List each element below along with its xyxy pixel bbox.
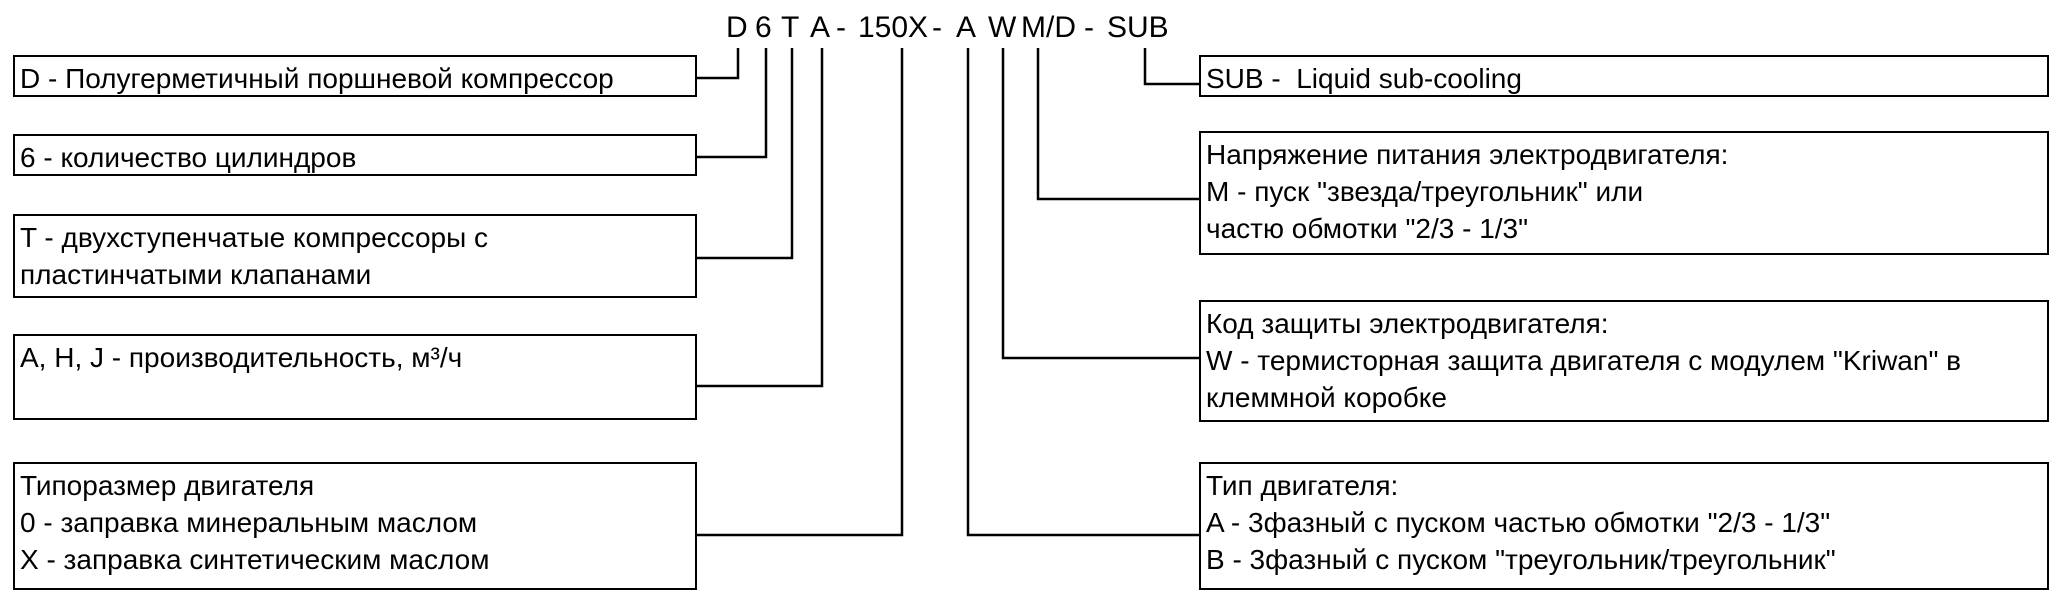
- box-capacity: A, H, J - производительность, м³/ч: [13, 334, 697, 420]
- box-line: SUB - Liquid sub-cooling: [1206, 63, 1522, 94]
- box-line: T - двухступенчатые компрессоры с: [20, 222, 489, 253]
- box-line: B - 3фазный с пуском "треугольник/треуго…: [1206, 544, 1836, 575]
- code-150x: 150X: [858, 11, 929, 44]
- code-a: A: [810, 11, 831, 44]
- code-sub: SUB: [1107, 11, 1169, 44]
- box-line: клеммной коробке: [1206, 382, 1447, 413]
- box-protection: Код защиты электродвигателя: W - термист…: [1199, 300, 2049, 422]
- code-dash: -: [836, 11, 846, 44]
- box-motor-size: Типоразмер двигателя 0 - заправка минера…: [13, 462, 697, 590]
- box-line: пластинчатыми клапанами: [20, 259, 372, 290]
- box-line: D - Полугерметичный поршневой компрессор: [20, 63, 614, 94]
- box-line: W - термисторная защита двигателя с моду…: [1206, 345, 1962, 376]
- box-cylinders: 6 - количество цилиндров: [13, 134, 697, 176]
- box-line: X - заправка синтетическим маслом: [20, 544, 490, 575]
- connector-motor-size: [697, 48, 904, 537]
- code-w: W: [988, 11, 1017, 44]
- connector-sub: [1143, 48, 1199, 86]
- box-line: 0 - заправка минеральным маслом: [20, 507, 478, 538]
- box-line: Код защиты электродвигателя:: [1206, 308, 1609, 339]
- code-md: M/D: [1021, 11, 1076, 44]
- box-line: частю обмотки "2/3 - 1/3": [1206, 213, 1529, 244]
- code-dash: -: [1084, 11, 1094, 44]
- box-line: A, H, J - производительность, м³/ч: [20, 342, 463, 373]
- code-d: D: [726, 11, 748, 44]
- connector-voltage: [1036, 48, 1199, 201]
- box-line: Тип двигателя:: [1206, 470, 1399, 501]
- code-cylinders: 6: [755, 11, 772, 44]
- box-line: M - пуск "звезда/треугольник" или: [1206, 176, 1644, 207]
- box-motor-type: Тип двигателя: A - 3фазный с пуском част…: [1199, 462, 2049, 590]
- code-motor-type: A: [956, 11, 977, 44]
- connector-cylinders: [697, 48, 768, 159]
- connector-d: [697, 48, 740, 80]
- connector-motor-type: [966, 48, 1199, 537]
- box-line: A - 3фазный с пуском частью обмотки "2/3…: [1206, 507, 1831, 538]
- connector-protection: [1001, 48, 1199, 360]
- code-dash: -: [932, 11, 942, 44]
- connector-two-stage: [697, 48, 794, 260]
- box-two-stage: T - двухступенчатые компрессоры с пласти…: [13, 214, 697, 298]
- box-line: Типоразмер двигателя: [20, 470, 315, 501]
- box-d-compressor: D - Полугерметичный поршневой компрессор: [13, 55, 697, 97]
- connector-capacity: [697, 48, 824, 388]
- box-line: 6 - количество цилиндров: [20, 142, 357, 173]
- model-code: D 6 T A - 150X - A W M/D - SUB: [0, 8, 2063, 48]
- code-t: T: [781, 11, 800, 44]
- box-sub-cooling: SUB - Liquid sub-cooling: [1199, 55, 2049, 97]
- box-line: Напряжение питания электродвигателя:: [1206, 139, 1729, 170]
- box-voltage: Напряжение питания электродвигателя: M -…: [1199, 131, 2049, 255]
